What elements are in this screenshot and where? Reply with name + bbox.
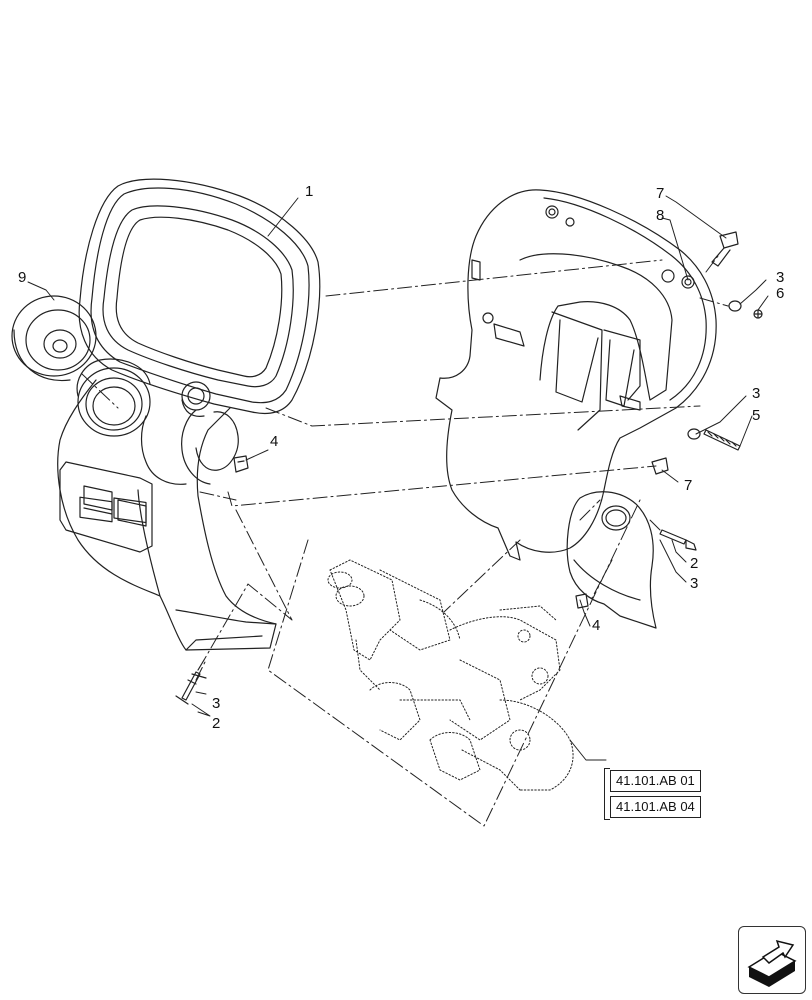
callout-3-right: 3 — [690, 575, 698, 592]
callout-leaders — [27, 195, 769, 761]
steering-column-assembly — [327, 559, 574, 791]
next-page-button[interactable] — [738, 926, 806, 994]
callout-5: 5 — [752, 407, 760, 424]
reference-bracket — [604, 768, 610, 820]
callout-labels: 1 9 4 3 2 7 8 3 6 3 5 7 2 3 4 — [18, 183, 784, 732]
callout-4-right: 4 — [592, 617, 600, 634]
callout-8: 8 — [656, 207, 664, 224]
callout-7-top: 7 — [656, 185, 664, 202]
callout-3-mid: 3 — [752, 385, 760, 402]
callout-9: 9 — [18, 269, 26, 286]
callout-6: 6 — [776, 285, 784, 302]
callout-7-mid: 7 — [684, 477, 692, 494]
reference-link-1[interactable]: 41.101.AB 01 — [610, 770, 701, 792]
rear-dash-cover — [435, 189, 717, 629]
right-hardware — [191, 231, 763, 679]
callout-2-right: 2 — [690, 555, 698, 572]
front-dash-cover — [57, 178, 321, 651]
leader-lines — [81, 255, 729, 827]
callout-1: 1 — [305, 183, 313, 200]
left-bolt — [175, 659, 205, 705]
round-cap-part — [11, 295, 97, 382]
callout-4-left: 4 — [270, 433, 278, 450]
reference-link-2[interactable]: 41.101.AB 04 — [610, 796, 701, 818]
callout-2-left: 2 — [212, 715, 220, 732]
callout-3-left: 3 — [212, 695, 220, 712]
callout-3-top: 3 — [776, 269, 784, 286]
next-page-arrow-icon — [747, 939, 797, 987]
